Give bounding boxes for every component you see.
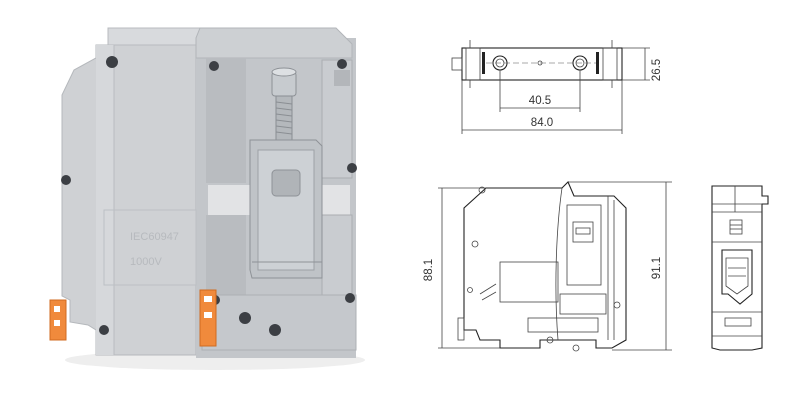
side-view-drawing: 88.1 91.1 xyxy=(423,181,672,352)
dim-hole-spacing-label: 40.5 xyxy=(529,95,551,107)
molded-text-1: IEC60947 xyxy=(130,231,179,243)
end-view-drawing xyxy=(711,185,769,351)
product-photo: IEC60947 1000V xyxy=(49,27,365,370)
top-view-drawing: 26.5 40.5 84.0 xyxy=(451,40,663,134)
dim-length-label: 84.0 xyxy=(531,117,553,129)
dim-right-height-label: 91.1 xyxy=(651,257,663,279)
dim-left-height-label: 88.1 xyxy=(423,259,435,281)
molded-text-2: 1000V xyxy=(130,256,162,268)
dim-height-label: 26.5 xyxy=(651,59,663,81)
